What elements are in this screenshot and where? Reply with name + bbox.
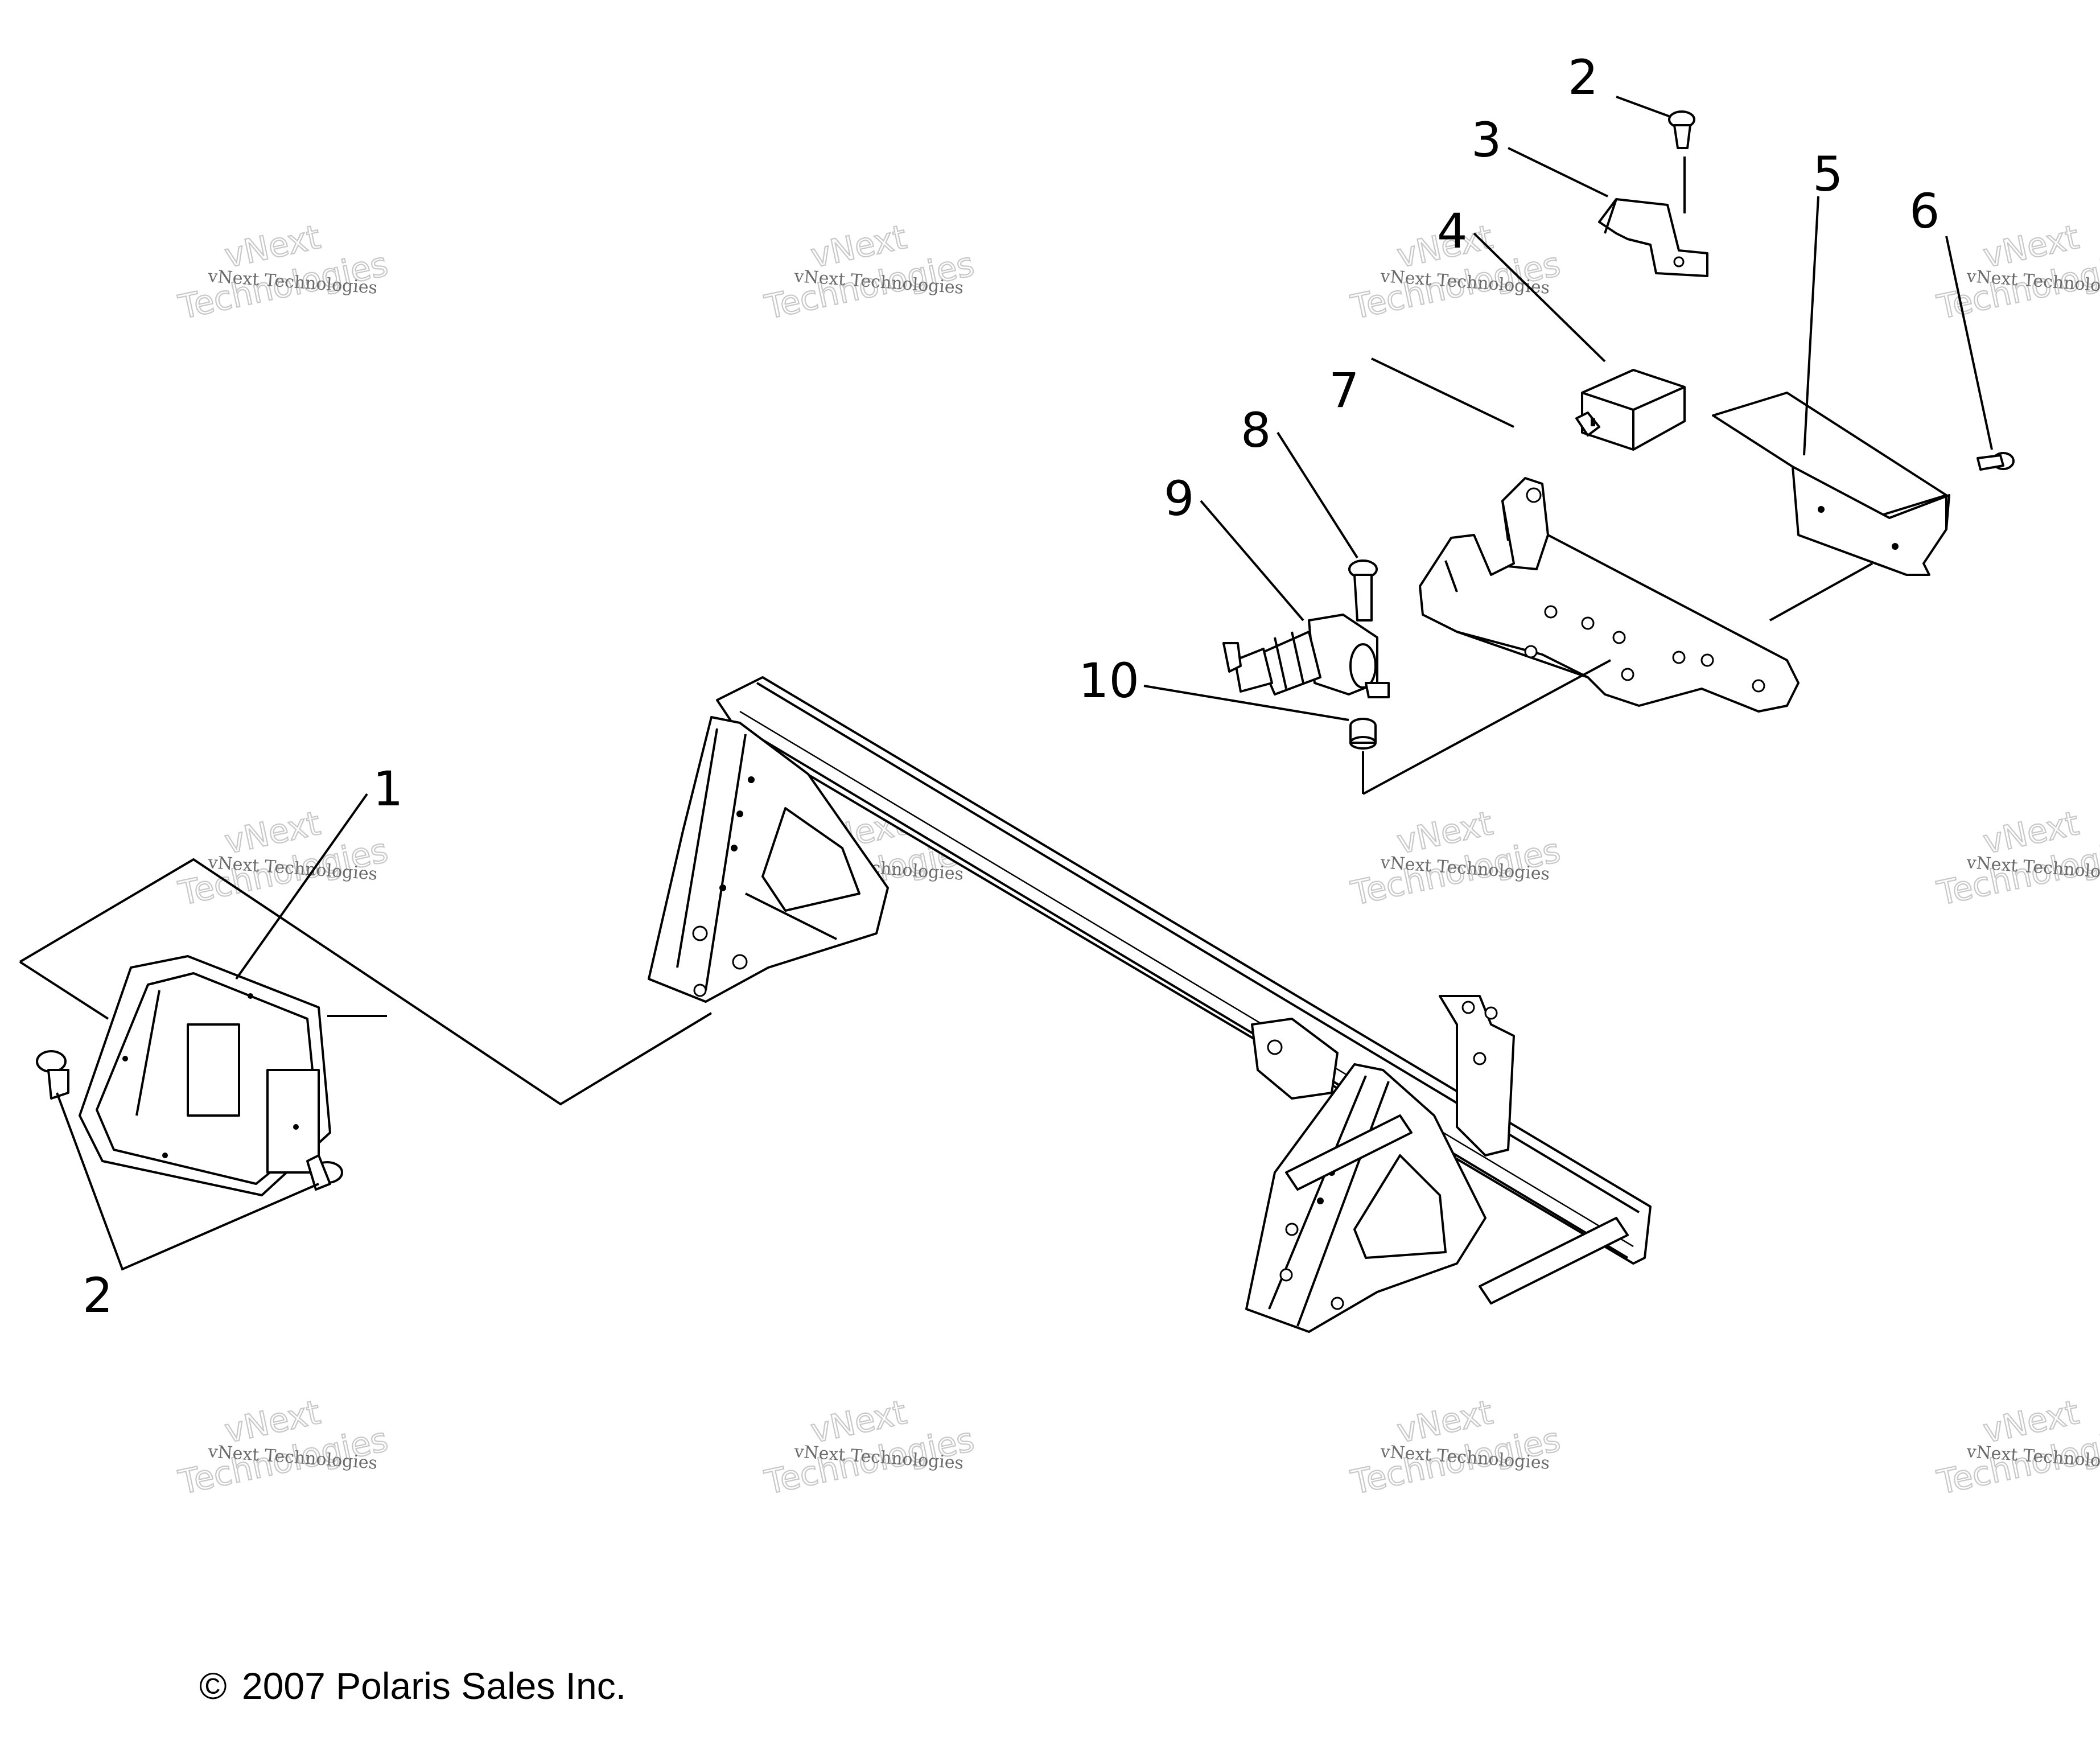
leader-line-part-3	[1508, 147, 1608, 197]
callout-4: 4	[1437, 203, 1467, 259]
callout-10: 10	[1078, 653, 1139, 709]
leader-line-part-5	[1803, 196, 1819, 456]
leader-lines-part-2-bottom	[56, 1092, 319, 1271]
leader-line-part-6	[1945, 236, 1993, 450]
part-screw	[1977, 452, 2015, 471]
callout-7: 7	[1329, 363, 1359, 418]
callout-8: 8	[1241, 402, 1271, 458]
frame-gusset-left	[648, 716, 889, 1003]
callout-2-bottom: 2	[83, 1267, 113, 1323]
leader-line-part-8	[1277, 431, 1358, 559]
callout-1: 1	[373, 761, 403, 817]
leader-line-part-2-top	[1616, 96, 1671, 118]
part-bracket-clip	[1598, 198, 1708, 277]
frame-rail	[648, 676, 1652, 1333]
part-small-bolt	[1348, 559, 1378, 622]
callout-9: 9	[1164, 471, 1194, 526]
frame-mount-tabs	[1251, 995, 1515, 1157]
bolt-lower-left	[36, 1050, 69, 1100]
frame-crossmember	[1285, 1114, 1629, 1304]
part-relay	[1575, 369, 1686, 451]
copyright-text: 2007 Polaris Sales Inc.	[242, 1665, 626, 1707]
callout-2-top: 2	[1568, 50, 1598, 105]
leader-line-part-4	[1473, 232, 1606, 363]
part-spacer	[1349, 718, 1377, 750]
bolt-lower-right	[306, 1154, 343, 1191]
callout-3: 3	[1471, 112, 1501, 168]
copyright-notice: © 2007 Polaris Sales Inc.	[199, 1665, 626, 1707]
copyright-symbol: ©	[199, 1665, 227, 1707]
part-cover-plate	[1712, 392, 1950, 576]
part-mount-bracket	[1419, 477, 1800, 713]
part-solenoid	[1222, 614, 1390, 698]
callout-5: 5	[1813, 146, 1843, 202]
part-ecu-box	[79, 955, 331, 1196]
callout-6: 6	[1909, 183, 1940, 239]
leader-lines-part-1	[19, 793, 713, 1106]
leader-line-part-7	[1371, 357, 1514, 428]
leader-line-part-10	[1143, 685, 1349, 721]
leader-line-part-9	[1200, 500, 1304, 622]
bolt-top	[1668, 110, 1695, 149]
